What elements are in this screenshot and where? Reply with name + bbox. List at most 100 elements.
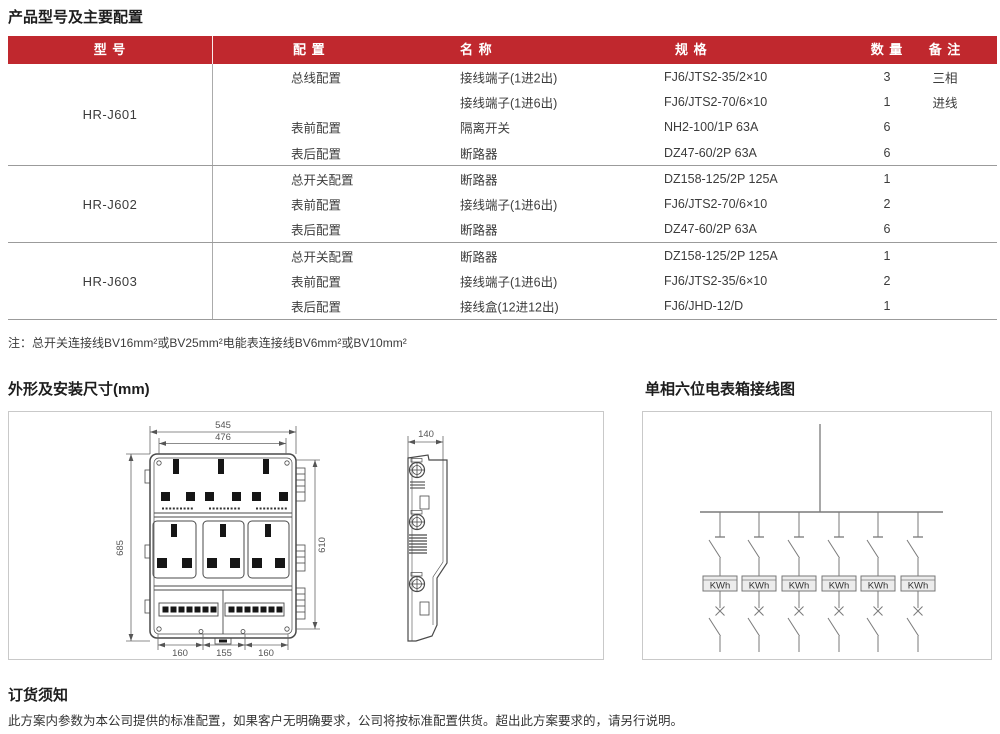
header-divider xyxy=(212,36,213,64)
qty-cell: 2 xyxy=(883,274,891,289)
model-group: HR-J602 总开关配置 断路器 DZ158-125/2P 125A 1 表前… xyxy=(8,166,997,244)
outgoing-breaker-blade xyxy=(827,617,840,637)
spec-cell: DZ158-125/2P 125A xyxy=(664,248,778,263)
dimension-drawing: 545 476 685 610 xyxy=(115,420,448,657)
side-view-drawing: 140 xyxy=(407,429,448,642)
qty-cell: 1 xyxy=(883,171,891,186)
qty-cell: 3 xyxy=(883,69,891,84)
spec-cell: DZ47-60/2P 63A xyxy=(664,145,757,160)
dim-outer-width: 545 xyxy=(215,420,231,431)
dimensions-panel: 545 476 685 610 xyxy=(8,411,604,660)
meter-branch: KWh xyxy=(821,512,857,652)
model-group: HR-J601 总线配置 接线端子(1进2出) FJ6/JTS2-35/2×10… xyxy=(8,64,997,167)
meter-branch: KWh xyxy=(860,512,896,652)
meter-branch: KWh xyxy=(741,512,777,652)
model-cell: HR-J602 xyxy=(82,196,138,212)
dim-depth: 140 xyxy=(418,429,434,440)
config-cell: 总开关配置 xyxy=(291,173,354,188)
dim-inner-width: 476 xyxy=(215,432,231,443)
qty-cell: 6 xyxy=(883,222,891,237)
header-config: 配 置 xyxy=(293,42,326,57)
spec-cell: FJ6/JTS2-70/6×10 xyxy=(664,197,768,212)
table-row: 表后配置 断路器 DZ47-60/2P 63A 6 xyxy=(8,217,997,242)
column-divider xyxy=(212,243,213,319)
header-name: 名 称 xyxy=(460,42,493,57)
ordering-title: 订货须知 xyxy=(8,687,69,704)
wiring-section-title: 单相六位电表箱接线图 xyxy=(645,381,796,398)
front-view-dimensions: 545 476 685 610 xyxy=(115,420,328,657)
name-cell: 接线端子(1进2出) xyxy=(460,71,558,86)
outgoing-breaker-blade xyxy=(906,617,919,637)
name-cell: 接线盒(12进12出) xyxy=(460,300,559,315)
kwh-meter-label: KWh xyxy=(789,581,810,592)
qty-cell: 6 xyxy=(883,145,891,160)
table-row: 总开关配置 断路器 DZ158-125/2P 125A 1 xyxy=(8,166,997,191)
header-model: 型 号 xyxy=(93,42,127,57)
spec-cell: NH2-100/1P 63A xyxy=(664,120,759,135)
breaker-blade xyxy=(708,539,721,559)
incoming-feed xyxy=(700,424,943,513)
table-row: 总线配置 接线端子(1进2出) FJ6/JTS2-35/2×10 3 三相 xyxy=(8,64,997,89)
breaker-blade xyxy=(747,539,760,559)
spec-cell: DZ158-125/2P 125A xyxy=(664,171,778,186)
header-remark: 备 注 xyxy=(928,42,962,57)
name-cell: 隔离开关 xyxy=(460,121,511,136)
table-row: 表前配置 接线端子(1进6出) FJ6/JTS2-70/6×10 2 xyxy=(8,191,997,216)
outgoing-breaker-blade xyxy=(866,617,879,637)
column-divider xyxy=(212,166,213,243)
remark-cell: 三相 xyxy=(932,71,958,86)
table-row: 表后配置 接线盒(12进12出) FJ6/JHD-12/D 1 xyxy=(8,294,997,319)
config-cell: 表后配置 xyxy=(291,147,342,162)
name-cell: 断路器 xyxy=(460,223,498,238)
qty-cell: 2 xyxy=(883,197,891,212)
table-note: 注：总开关连接线BV16mm²或BV25mm²电能表连接线BV6mm²或BV10… xyxy=(8,336,407,350)
model-cell: HR-J601 xyxy=(82,107,138,123)
table-row: 表前配置 隔离开关 NH2-100/1P 63A 6 xyxy=(8,115,997,140)
config-cell: 表前配置 xyxy=(291,198,342,213)
spec-cell: DZ47-60/2P 63A xyxy=(664,222,757,237)
qty-cell: 1 xyxy=(883,94,891,109)
remark-cell: 进线 xyxy=(932,96,958,111)
outgoing-breaker-blade xyxy=(787,617,800,637)
kwh-meter-label: KWh xyxy=(829,581,850,592)
spec-cell: FJ6/JTS2-70/6×10 xyxy=(664,94,768,109)
spec-table: 型 号 配 置 名 称 规 格 数 量 备 注 HR-J601 总线配置 接线端… xyxy=(8,36,997,320)
table-row: 表后配置 断路器 DZ47-60/2P 63A 6 xyxy=(8,140,997,165)
model-cell: HR-J603 xyxy=(82,273,138,289)
config-cell: 总线配置 xyxy=(291,71,342,86)
kwh-meter-label: KWh xyxy=(908,581,929,592)
dim-bottom-center: 155 xyxy=(216,648,232,657)
meter-branch: KWh xyxy=(702,512,738,652)
qty-cell: 6 xyxy=(883,120,891,135)
breaker-blade xyxy=(787,539,800,559)
dim-outer-height: 685 xyxy=(115,540,126,556)
name-cell: 断路器 xyxy=(460,173,498,188)
table-header: 型 号 配 置 名 称 规 格 数 量 备 注 xyxy=(8,36,997,64)
name-cell: 接线端子(1进6出) xyxy=(460,198,558,213)
breaker-blade xyxy=(866,539,879,559)
config-cell: 表前配置 xyxy=(291,121,342,136)
name-cell: 接线端子(1进6出) xyxy=(460,275,558,290)
table-row: 表前配置 接线端子(1进6出) FJ6/JTS2-35/6×10 2 xyxy=(8,268,997,293)
table-row: 接线端子(1进6出) FJ6/JTS2-70/6×10 1 进线 xyxy=(8,89,997,114)
model-group: HR-J603 总开关配置 断路器 DZ158-125/2P 125A 1 表前… xyxy=(8,243,997,320)
dim-bottom-left: 160 xyxy=(172,648,188,657)
header-spec: 规 格 xyxy=(675,42,708,57)
outgoing-breaker-blade xyxy=(747,617,760,637)
header-qty: 数 量 xyxy=(870,42,904,57)
dim-bottom-right: 160 xyxy=(258,648,274,657)
ordering-text: 此方案内参数为本公司提供的标准配置，如果客户无明确要求，公司将按标准配置供货。超… xyxy=(8,714,684,728)
config-cell: 总开关配置 xyxy=(291,250,354,265)
front-view-drawing xyxy=(144,453,306,645)
spec-cell: FJ6/JTS2-35/6×10 xyxy=(664,274,768,289)
config-cell: 表后配置 xyxy=(291,223,342,238)
breaker-blade xyxy=(906,539,919,559)
breaker-blade xyxy=(827,539,840,559)
outgoing-breaker-blade xyxy=(708,617,721,637)
config-cell: 表前配置 xyxy=(291,275,342,290)
table-row: 总开关配置 断路器 DZ158-125/2P 125A 1 xyxy=(8,243,997,268)
page-title: 产品型号及主要配置 xyxy=(8,9,144,26)
